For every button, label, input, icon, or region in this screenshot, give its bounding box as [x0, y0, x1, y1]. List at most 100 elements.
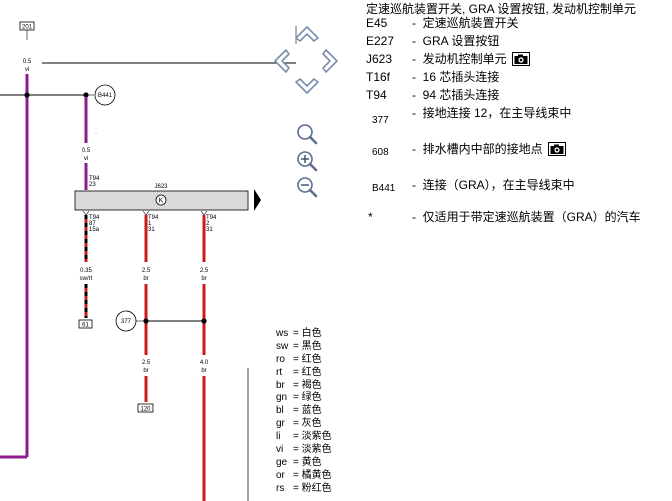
wire4-size: 2.5	[142, 360, 151, 366]
pin2-conn: T94	[148, 215, 159, 221]
wire2-size: 2.5	[142, 268, 151, 274]
legend-row-608: 608 - 排水槽内中部的接地点	[366, 142, 672, 178]
wire3-size: 2.5	[200, 268, 209, 274]
module-symbol-glyph: K	[159, 198, 164, 205]
legend-row-asterisk: * - 仅适用于带定速巡航装置（GRA）的汽车	[366, 210, 672, 228]
nav-panel	[274, 26, 338, 198]
camera-icon[interactable]	[547, 142, 566, 156]
legend-code: J623	[366, 52, 393, 66]
legend-row-j623: J623 - 发动机控制单元	[366, 52, 672, 70]
color-name: 白色	[301, 328, 322, 339]
legend-row-t94: T94 - 94 芯插头连接	[366, 88, 672, 106]
legend-code: E45	[366, 16, 388, 30]
chevron-down-icon[interactable]	[295, 78, 319, 94]
color-eq: =	[293, 379, 299, 391]
legend-desc: GRA 设置按钮	[422, 34, 500, 48]
color-code: rt	[276, 366, 283, 378]
pin1-num: 87	[89, 221, 96, 227]
color-eq: =	[293, 340, 299, 352]
wire3-color: br	[201, 276, 206, 282]
color-code: ro	[276, 353, 285, 365]
color-eq: =	[293, 456, 299, 468]
wire5-color: br	[201, 368, 206, 374]
legend-sep: -	[412, 34, 416, 48]
chevron-up-icon[interactable]	[295, 26, 319, 42]
color-name: 红色	[301, 353, 322, 365]
wire4-color: br	[143, 368, 148, 374]
t94-23-conn: T94	[89, 176, 100, 182]
legend-sep: -	[412, 88, 416, 102]
wire1-color: sw/rt	[80, 276, 93, 282]
module-j623-label: J623	[154, 184, 168, 190]
ground-377-label: 377	[121, 319, 132, 325]
chevron-left-icon[interactable]	[274, 49, 290, 73]
legend-code: E227	[366, 34, 395, 48]
legend-code: T16f	[366, 70, 391, 84]
color-name: 红色	[301, 366, 322, 378]
color-name: 淡紫色	[301, 444, 332, 456]
color-name: 淡紫色	[301, 431, 332, 443]
legend-sep: -	[412, 178, 416, 192]
wire-top-size: 0.5	[23, 59, 32, 65]
color-eq: =	[293, 405, 299, 417]
color-eq: =	[293, 469, 299, 481]
ref-box-120[interactable]	[137, 403, 154, 413]
pin2-ref: 31	[148, 227, 155, 233]
color-code: bl	[276, 405, 284, 417]
ref-120-label: 120	[140, 407, 151, 413]
color-code: gr	[276, 418, 285, 430]
ref-box-61[interactable]	[78, 319, 93, 329]
legend-desc: 94 芯插头连接	[422, 88, 500, 102]
legend-sep: -	[412, 106, 416, 120]
legend-desc: 发动机控制单元	[422, 52, 507, 66]
legend-code: T94	[366, 88, 387, 102]
magnifier-icon[interactable]	[297, 124, 318, 145]
legend-desc: 仅适用于带定速巡航装置（GRA）的汽车	[422, 210, 641, 224]
legend-code: 608	[372, 147, 389, 158]
legend-sep: -	[412, 210, 416, 224]
pin-arrows	[82, 210, 208, 216]
legend-row-e227: E227 - GRA 设置按钮	[366, 34, 672, 52]
color-code: vi	[276, 444, 284, 456]
legend-row-e45: E45 - 定速巡航装置开关	[366, 16, 672, 34]
legend-sep: -	[412, 52, 416, 66]
legend-sep: -	[412, 16, 416, 30]
legend-sep: -	[412, 70, 416, 84]
color-eq: =	[293, 418, 299, 430]
module-symbol-icon	[155, 194, 167, 206]
legend-code: 377	[372, 115, 389, 126]
color-code: or	[276, 469, 285, 481]
wire2-color: br	[143, 276, 148, 282]
dot-mark: ·	[95, 131, 97, 137]
legend-desc: 接地连接 12，在主导线束中	[422, 106, 572, 120]
junction-dot-377-right	[201, 318, 207, 324]
wire-b441-size: 0.5	[82, 148, 91, 154]
arrow-right-icon[interactable]	[254, 189, 261, 211]
color-code: gn	[276, 392, 288, 404]
node-b441[interactable]	[94, 84, 116, 106]
t94-23-pin: 23	[89, 182, 96, 188]
legend-desc: 连接（GRA），在主导线束中	[422, 178, 575, 192]
zoom-out-icon[interactable]	[297, 177, 318, 198]
color-code: rs	[276, 482, 285, 494]
zoom-in-icon[interactable]	[297, 151, 318, 172]
color-name: 橘黄色	[301, 469, 332, 481]
pin1-conn: T94	[89, 215, 100, 221]
color-eq: =	[293, 328, 299, 339]
legend-desc: 定速巡航装置开关	[422, 16, 519, 30]
color-eq: =	[293, 353, 299, 365]
junction-dot-main	[24, 92, 30, 98]
legend-desc: 排水槽内中部的接地点	[422, 142, 543, 156]
color-eq: =	[293, 366, 299, 378]
color-code: br	[276, 379, 285, 391]
ref-201-label: 201	[22, 25, 33, 31]
chevron-right-icon[interactable]	[322, 49, 338, 73]
color-code: ws	[276, 328, 289, 339]
color-name: 褐色	[301, 379, 322, 391]
node-b441-label: B441	[98, 93, 113, 99]
color-name: 蓝色	[301, 405, 322, 417]
camera-icon[interactable]	[511, 52, 530, 66]
legend-desc: 16 芯插头连接	[422, 70, 500, 84]
color-eq: =	[293, 392, 299, 404]
ref-61-label: 61	[82, 323, 89, 329]
